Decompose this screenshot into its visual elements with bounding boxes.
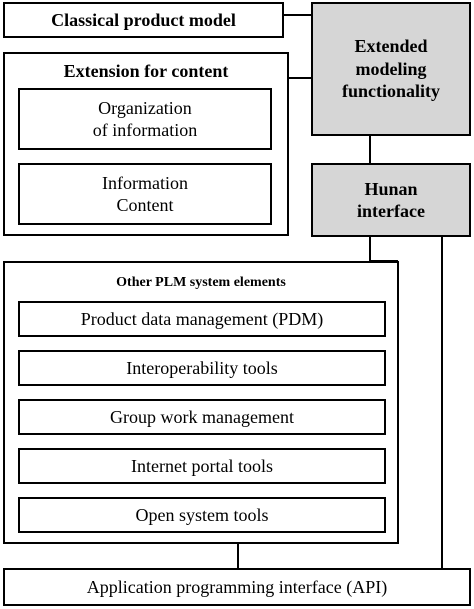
plm-item-interoperability: Interoperability tools bbox=[18, 350, 386, 386]
plm-item-label: Group work management bbox=[110, 406, 294, 427]
plm-item-open-system: Open system tools bbox=[18, 497, 386, 533]
organization-line1: Organization bbox=[98, 97, 192, 118]
api-box: Application programming interface (API) bbox=[3, 568, 471, 606]
extended-line2: modeling bbox=[355, 58, 427, 79]
plm-item-pdm: Product data management (PDM) bbox=[18, 301, 386, 337]
extended-line1: Extended bbox=[354, 36, 428, 57]
information-content-line2: Content bbox=[116, 195, 174, 215]
plm-item-label: Internet portal tools bbox=[131, 455, 273, 476]
human-line2: interface bbox=[357, 201, 425, 221]
plm-item-label: Open system tools bbox=[135, 504, 269, 525]
plm-group-title: Other PLM system elements bbox=[116, 275, 286, 290]
extension-group-title: Extension for content bbox=[63, 61, 229, 81]
plm-item-label: Product data management (PDM) bbox=[80, 308, 324, 329]
api-label: Application programming interface (API) bbox=[86, 576, 388, 597]
organization-line2: of information bbox=[92, 120, 198, 140]
classical-product-model-box: Classical product model bbox=[3, 2, 284, 38]
plm-item-internet-portal: Internet portal tools bbox=[18, 448, 386, 484]
plm-item-group-work: Group work management bbox=[18, 399, 386, 435]
extended-line3: functionality bbox=[341, 81, 440, 102]
classical-product-model-label: Classical product model bbox=[51, 9, 236, 30]
organization-of-information-box: Organization of information bbox=[18, 88, 272, 150]
extension-group: Extension for content Organization of in… bbox=[3, 52, 289, 236]
plm-group: Other PLM system elements Product data m… bbox=[3, 261, 399, 544]
extended-modeling-box: Extended modeling functionality bbox=[311, 2, 471, 136]
plm-item-label: Interoperability tools bbox=[126, 357, 278, 378]
information-content-line1: Information bbox=[102, 172, 188, 193]
human-interface-box: Hunan interface bbox=[311, 163, 471, 237]
human-line1: Hunan bbox=[364, 178, 418, 199]
information-content-box: Information Content bbox=[18, 163, 272, 225]
